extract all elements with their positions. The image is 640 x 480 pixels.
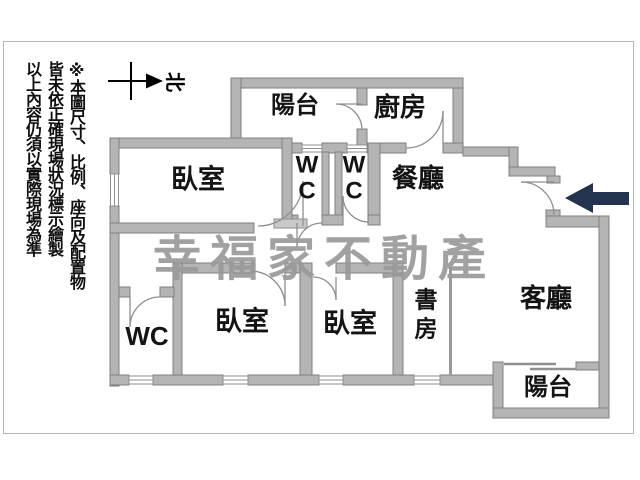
room-label-balcony-bottom: 陽台 (524, 374, 572, 401)
image-border-frame (3, 41, 634, 434)
room-label-bedroom-bottom-left: 臥室 (215, 306, 269, 337)
room-label-wc-bottom: WC (125, 321, 169, 351)
room-label-study: 書 房 (414, 286, 438, 341)
sliding-door (504, 362, 576, 371)
door-arcs (129, 103, 555, 328)
room-label-wc-top-right: W C (342, 151, 366, 205)
study-partition-line (449, 267, 452, 376)
room-label-dining: 餐廳 (391, 163, 445, 193)
entrance-arrow-icon (565, 183, 629, 213)
windows (110, 144, 441, 385)
room-label-living: 客廳 (519, 283, 573, 313)
room-label-bedroom-top: 臥室 (171, 164, 225, 195)
walls (109, 77, 610, 419)
room-label-bedroom-bottom-mid: 臥室 (323, 308, 377, 339)
north-indicator-icon (108, 62, 163, 100)
room-label-balcony-top: 陽台 (271, 92, 319, 119)
north-label: 北 (163, 72, 185, 92)
room-label-wc-top-left: W C (295, 151, 319, 205)
watermark-text: 幸福家不動產 (153, 233, 496, 286)
disclaimer-text: ※本圖尺寸、比例、座向及配置物 皆未依正確現場狀況標示繪製 以上內容仍須以實際現… (23, 61, 84, 289)
room-label-kitchen: 廚房 (373, 92, 427, 122)
